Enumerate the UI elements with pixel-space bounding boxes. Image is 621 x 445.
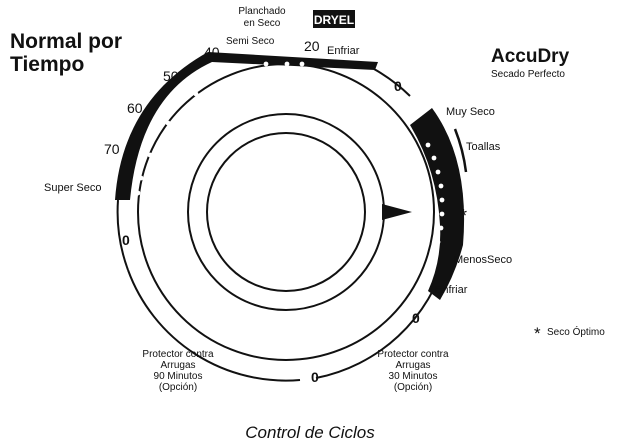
label-70: 70 — [104, 141, 120, 157]
label-40: 40 — [204, 44, 220, 60]
tick-dot — [438, 225, 444, 231]
label-star: * — [460, 206, 467, 226]
caption: Control de Ciclos — [245, 423, 375, 442]
tick-dot — [224, 68, 230, 74]
tick-dot — [135, 190, 141, 196]
protector-90-line2: Arrugas — [160, 360, 195, 371]
tick-dot — [435, 239, 441, 245]
label-enfriar-left: Enfriar — [327, 45, 360, 57]
dial-pointer[interactable] — [382, 204, 412, 220]
label-zero-top-right: 0 — [394, 78, 402, 94]
label-zero-left: 0 — [122, 232, 130, 248]
tick-dot — [435, 169, 441, 175]
label-60: 60 — [127, 100, 143, 116]
tick-dot — [138, 175, 144, 181]
scale-line-left — [116, 199, 129, 271]
label-planchado-line1: Planchado — [238, 6, 286, 17]
label-enfriar-right: Enfriar — [435, 284, 468, 296]
dryel-logo: DRYEL — [314, 13, 354, 27]
scale-line-bottom-left — [127, 269, 301, 382]
timed-band-dots — [135, 61, 305, 196]
tick-dot — [439, 197, 445, 203]
tick-dot — [284, 61, 290, 67]
accudry-band-dots — [425, 142, 445, 245]
tick-dot — [193, 91, 199, 97]
normal-title-line1: Normal por — [10, 30, 122, 53]
protector-30-line3: 30 Minutos — [389, 371, 438, 382]
label-muy-seco: Muy Seco — [446, 106, 495, 118]
tick-dot — [439, 211, 445, 217]
tick-dot — [263, 61, 269, 67]
legend-star: * — [534, 324, 541, 343]
scale-line-top-right — [373, 68, 411, 97]
legend-text: Seco Óptimo — [547, 325, 605, 338]
tick-dot — [425, 142, 431, 148]
normal-title-line2: Tiempo — [10, 53, 84, 76]
toallas-bracket — [453, 128, 468, 173]
dial-ring-inner — [206, 132, 366, 292]
label-menos-seco: MenosSeco — [454, 254, 512, 266]
label-20: 20 — [304, 38, 320, 54]
protector-90-line3: 90 Minutos — [154, 371, 203, 382]
label-50: 50 — [163, 68, 179, 84]
protector-90-line1: Protector contra — [142, 349, 214, 360]
protector-30-label: Protector contra Arrugas 30 Minutos (Opc… — [377, 349, 449, 393]
accudry-band — [410, 108, 465, 300]
tick-dot — [431, 155, 437, 161]
dial-ring-middle — [187, 113, 385, 311]
tick-dot — [438, 183, 444, 189]
label-toallas: Toallas — [466, 141, 501, 153]
dryel-logo-box — [313, 10, 355, 28]
protector-90-line4: (Opción) — [159, 382, 197, 393]
tick-dot — [165, 120, 171, 126]
label-zero-bottom: 0 — [311, 369, 319, 385]
label-semi-seco: Semi Seco — [226, 36, 275, 47]
timed-dry-band — [115, 52, 378, 200]
label-super-seco: Super Seco — [44, 182, 101, 194]
accudry-title: AccuDry — [491, 46, 570, 67]
protector-90-label: Protector contra Arrugas 90 Minutos (Opc… — [142, 349, 214, 393]
accudry-subtitle: Secado Perfecto — [491, 69, 565, 80]
protector-30-line2: Arrugas — [395, 360, 430, 371]
label-planchado-line2: en Seco — [244, 18, 281, 29]
tick-dot — [299, 61, 305, 67]
protector-30-line1: Protector contra — [377, 349, 449, 360]
protector-30-line4: (Opción) — [394, 382, 432, 393]
tick-dot — [147, 152, 153, 158]
label-zero-bottom-right: 0 — [412, 310, 420, 326]
